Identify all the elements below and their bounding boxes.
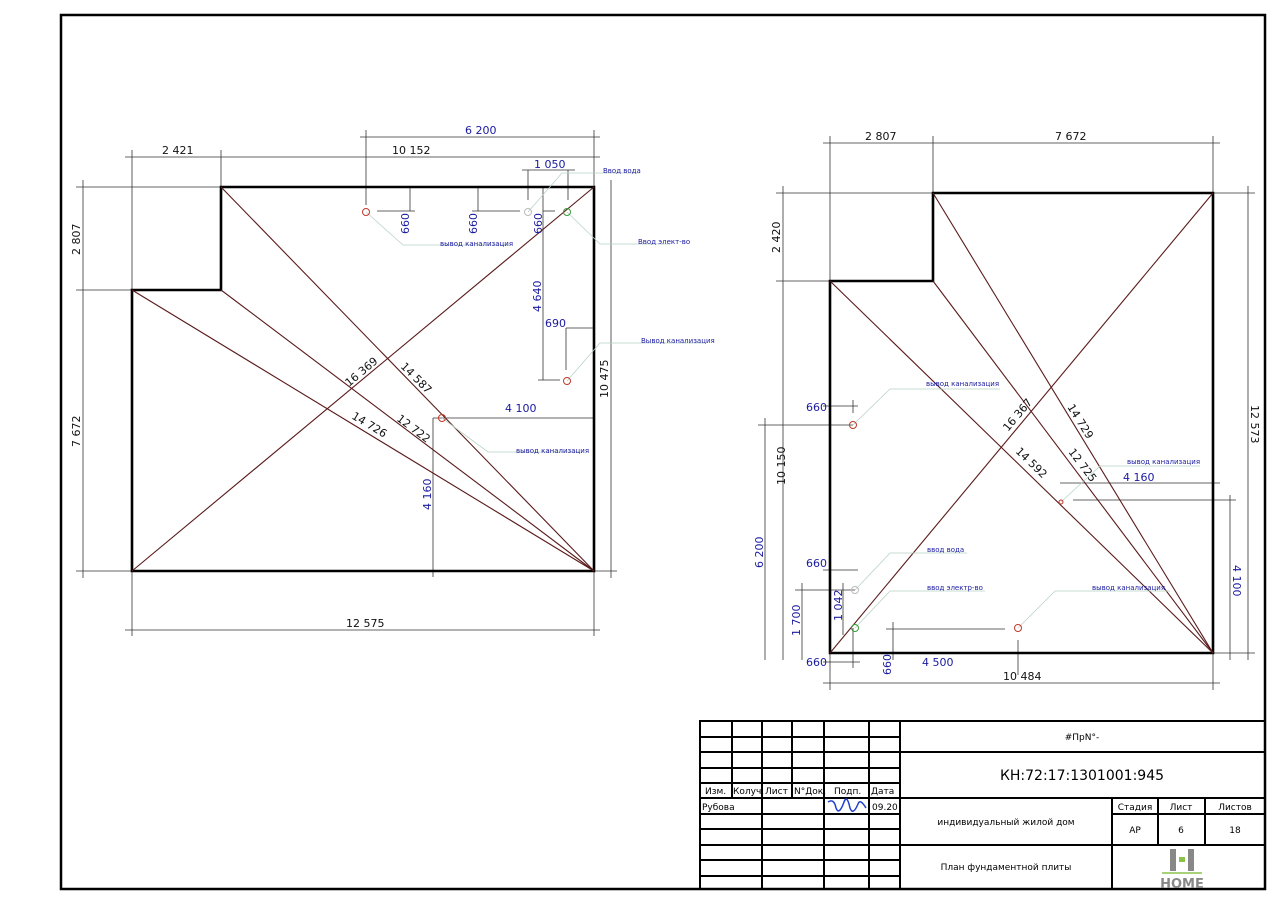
right-dimension-lines	[758, 136, 1255, 690]
header-signature: Подп.	[834, 787, 861, 797]
home-logo: HOME	[1160, 849, 1204, 892]
electric-inlet-point	[851, 624, 859, 632]
right-leaders	[852, 388, 1200, 629]
signature	[827, 798, 867, 812]
water-inlet-point	[851, 586, 859, 594]
stage-value: АР	[1129, 826, 1141, 836]
sewer-outlet-point	[1014, 624, 1022, 632]
date: 09.20	[872, 803, 898, 813]
sewer-outlet-point	[362, 208, 370, 216]
dim-label: 6 200	[465, 124, 497, 137]
dim-label: 2 421	[162, 144, 194, 157]
dim-label: 4 160	[421, 479, 434, 511]
left-dimension-lines	[76, 130, 617, 636]
header-count: Колуч.	[733, 787, 764, 797]
callout-label: Ввод вода	[603, 167, 641, 175]
dim-label: 660	[467, 213, 480, 234]
dim-label: 14 726	[349, 409, 389, 440]
dim-label: 4 500	[922, 656, 954, 669]
sewer-outlet-point	[849, 421, 857, 429]
left-leaders	[365, 172, 705, 453]
dim-label: 660	[806, 656, 827, 669]
left-foundation-plan: 2 421 10 152 2 807 7 672 12 575 10 475 1…	[70, 124, 715, 636]
dim-label: 7 672	[70, 416, 83, 448]
dim-label: 16 369	[343, 355, 381, 390]
stage-label: Стадия	[1118, 803, 1153, 813]
dim-label: 4 640	[531, 281, 544, 313]
dim-label: 10 152	[392, 144, 431, 157]
sewer-outlet-point	[438, 414, 446, 422]
logo-text: HOME	[1160, 877, 1204, 892]
callout-label: ввод вода	[927, 546, 964, 554]
dim-label: 10 484	[1003, 670, 1042, 683]
dim-label: 4 160	[1123, 471, 1155, 484]
callout-label: вывод канализация	[926, 380, 999, 388]
dim-label: 2 807	[865, 130, 897, 143]
dim-label: 6 200	[753, 537, 766, 569]
sheet-frame	[59, 13, 1267, 891]
header-date: Дата	[871, 787, 894, 797]
dim-label: 660	[806, 401, 827, 414]
title-block-grid	[700, 721, 1265, 889]
dim-label: 12 575	[346, 617, 385, 630]
sheet-title: План фундаментной плиты	[941, 863, 1072, 873]
dim-label: 10 150	[775, 447, 788, 486]
right-foundation-plan: 2 807 7 672 2 420 10 150 12 573 10 484 1…	[753, 130, 1261, 690]
dim-label: 4 100	[505, 402, 537, 415]
dim-label: 2 807	[70, 224, 83, 256]
callout-label: вывод канализация	[516, 447, 589, 455]
dim-label: 1 050	[534, 158, 566, 171]
dim-label: 1 700	[790, 605, 803, 637]
dim-label: 7 672	[1055, 130, 1087, 143]
header-change: Изм.	[705, 787, 726, 797]
dim-label: 14 592	[1013, 445, 1050, 481]
sheets-label: Листов	[1218, 803, 1252, 813]
sheet-label: Лист	[1170, 803, 1193, 813]
dim-label: 660	[881, 654, 894, 675]
sheets-value: 18	[1229, 826, 1241, 836]
dim-label: 660	[399, 213, 412, 234]
title-block: Изм. Колуч. Лист N°Док. Подп. Дата Рубов…	[699, 720, 1266, 892]
document-code: #ПрN°-	[1065, 733, 1100, 743]
dim-label: 1 042	[832, 590, 845, 622]
dim-label: 12 573	[1248, 405, 1261, 444]
sewer-outlet-point	[1058, 499, 1064, 505]
callout-label: вывод канализация	[1127, 458, 1200, 466]
dim-label: 14 587	[398, 360, 434, 396]
water-inlet-point	[524, 208, 532, 216]
dim-label: 2 420	[770, 222, 783, 254]
callout-label: вывод канализация	[440, 240, 513, 248]
electric-inlet-point	[563, 208, 571, 216]
object-name: индивидуальный жилой дом	[937, 818, 1074, 828]
dim-label: 660	[532, 213, 545, 234]
dim-label: 4 100	[1230, 565, 1243, 597]
callout-label: ввод электр-во	[927, 584, 983, 592]
author-name: Рубова	[702, 803, 735, 813]
dim-label: 12 722	[394, 412, 433, 446]
callout-label: Вывод канализация	[641, 337, 715, 345]
dim-label: 690	[545, 317, 566, 330]
callout-label: вывод канализация	[1092, 584, 1165, 592]
sheet-value: 6	[1178, 826, 1184, 836]
dim-label: 660	[806, 557, 827, 570]
sewer-outlet-point	[563, 377, 571, 385]
left-diagonals	[131, 186, 595, 572]
callout-label: Ввод элект-во	[638, 238, 690, 246]
header-doc-no: N°Док.	[794, 787, 826, 797]
cadastral-number: КН:72:17:1301001:945	[1000, 768, 1164, 784]
dim-label: 10 475	[598, 360, 611, 399]
header-sheet: Лист	[765, 787, 788, 797]
